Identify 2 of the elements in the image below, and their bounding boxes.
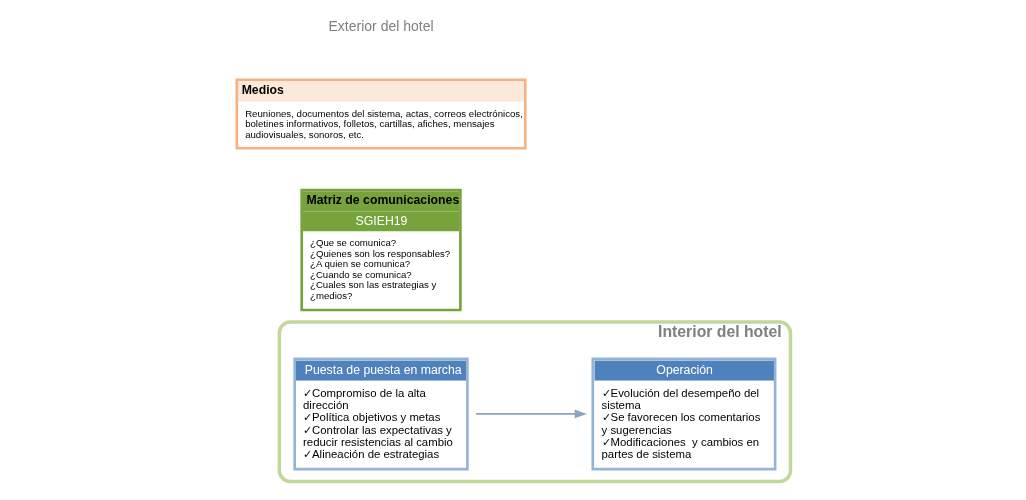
arrow [475, 409, 587, 419]
label: Exterior del hotel [328, 17, 434, 34]
